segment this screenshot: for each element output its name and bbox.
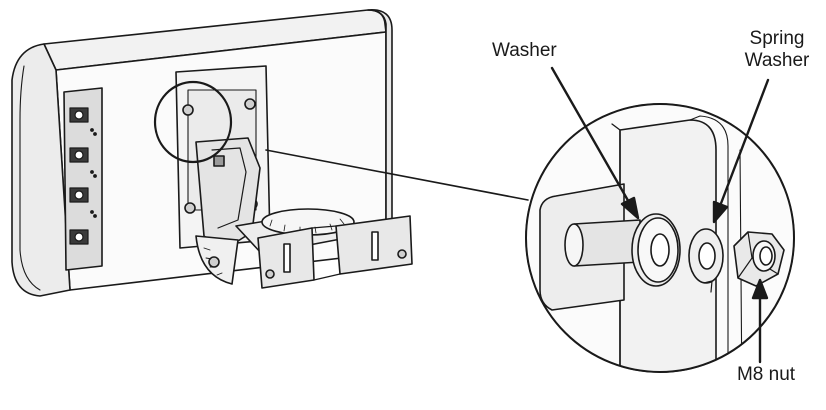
detail-magnified-view xyxy=(525,103,795,373)
bolt-icon xyxy=(208,256,220,268)
spring-washer-part xyxy=(688,228,724,293)
m8-nut-label-text: M8 nut xyxy=(736,364,796,386)
rf-connector-icon xyxy=(69,107,89,123)
bolt-icon xyxy=(265,269,275,279)
callout-arrows xyxy=(550,66,770,364)
m8-nut-label-line2: nut xyxy=(768,364,796,385)
rf-connector-icon xyxy=(69,147,89,163)
mounting-bracket xyxy=(175,65,413,289)
washer-label: Washer xyxy=(492,40,557,61)
bolt-icon xyxy=(244,98,256,110)
bolt-icon xyxy=(397,249,407,259)
washer-part xyxy=(631,213,681,287)
rf-connectors xyxy=(69,107,97,245)
spring-washer-label-line2: Washer xyxy=(744,50,810,71)
detail-circle-border xyxy=(525,103,795,373)
rf-connector-icon xyxy=(69,187,89,203)
arrow-head-icon xyxy=(751,278,769,300)
highlight-circle xyxy=(153,80,233,164)
bolt-icon xyxy=(182,104,194,116)
arrow-head-icon xyxy=(620,196,640,220)
panel-left-cap xyxy=(11,43,71,297)
connector-strip xyxy=(63,87,103,271)
m8-nut-label-line1: M8 xyxy=(736,364,764,385)
washer-arrow xyxy=(550,66,632,206)
bolt-shaft xyxy=(573,219,641,267)
zoom-leader-line xyxy=(265,149,529,201)
m8-nut-part xyxy=(733,231,785,287)
m8-nut-label: M8 nut xyxy=(736,364,796,386)
arrow-head-icon xyxy=(712,200,729,224)
spring-washer-label: Spring Washer xyxy=(734,28,820,72)
bolt-icon xyxy=(184,202,196,214)
spring-washer-arrow xyxy=(718,78,770,208)
rf-connector-icon xyxy=(69,229,89,245)
spring-washer-label-line1: Spring xyxy=(749,28,805,49)
